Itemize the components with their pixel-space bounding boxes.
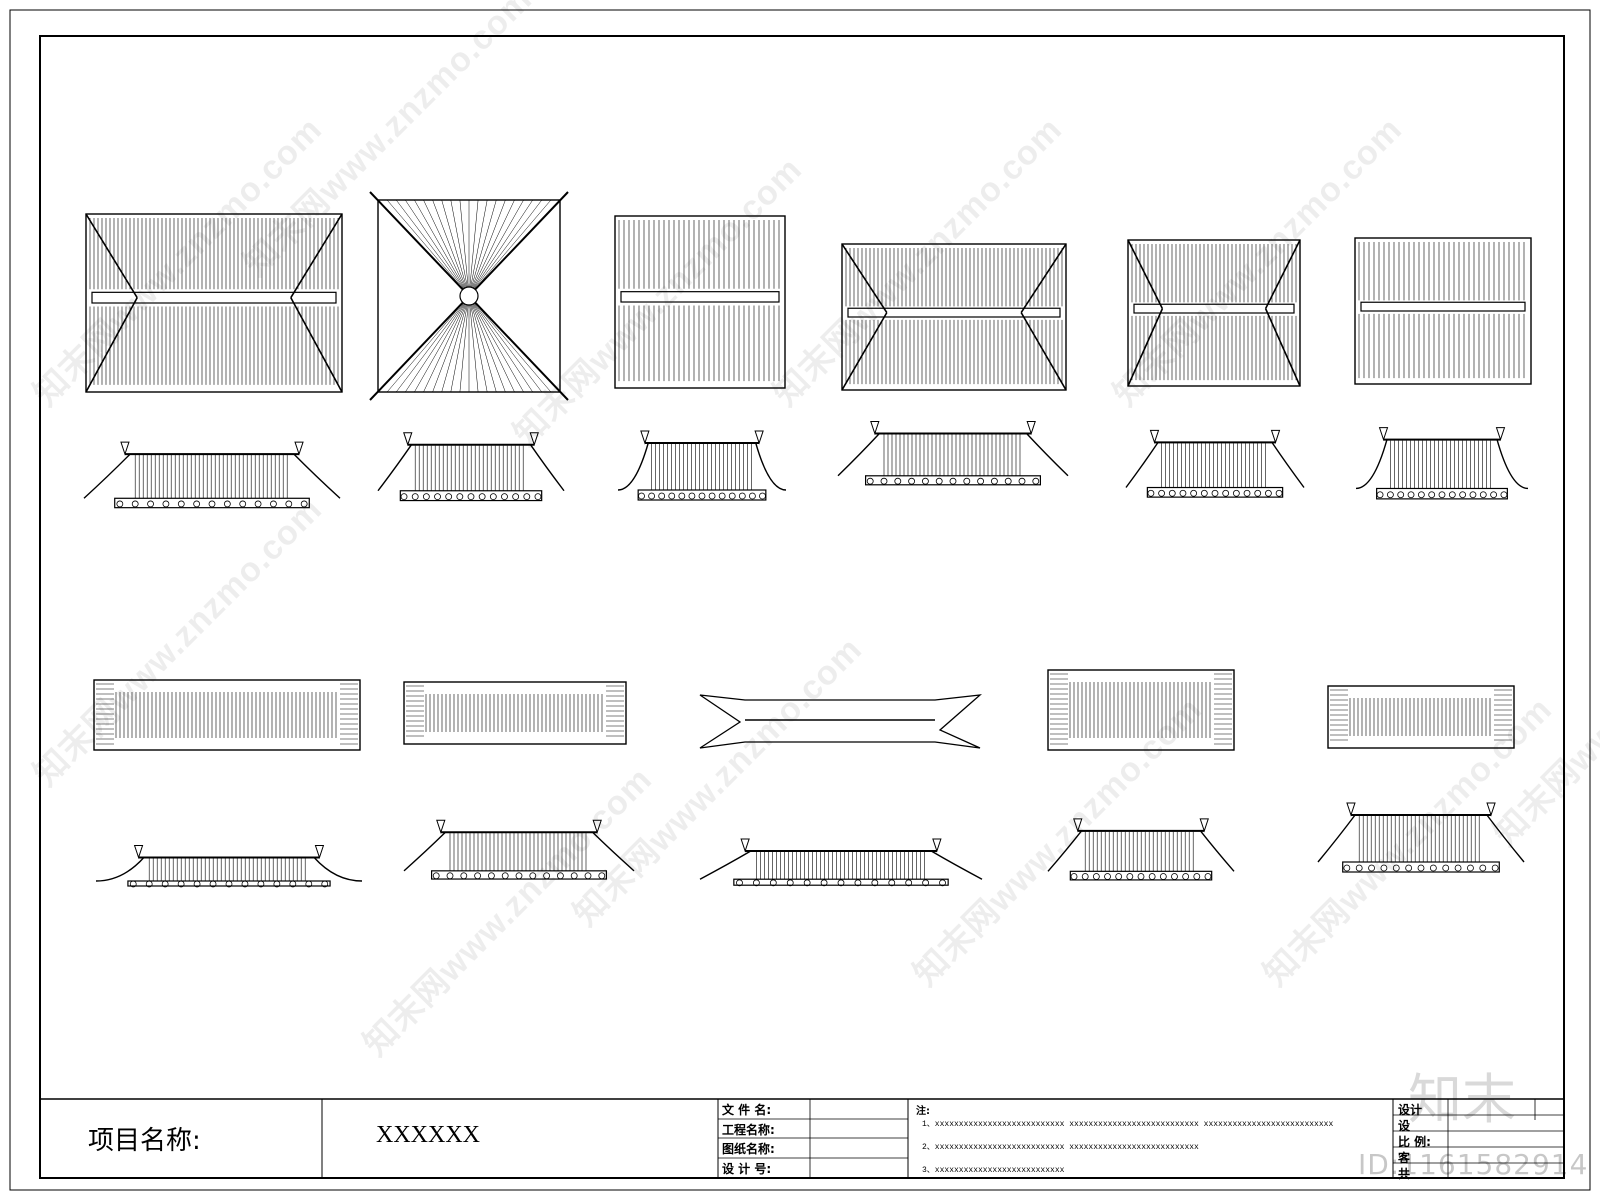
notes-header: 注: bbox=[916, 1106, 930, 1117]
sheet-outer-border bbox=[9, 9, 1591, 1191]
long-roof-elevation-3 bbox=[699, 838, 983, 887]
long-roof-plan-1 bbox=[93, 679, 361, 751]
project-title-label: 工程名称: bbox=[722, 1123, 775, 1137]
note-line-2: 2、xxxxxxxxxxxxxxxxxxxxxxxxxxx xxxxxxxxxx… bbox=[922, 1143, 1199, 1152]
long-roof-plan-4 bbox=[1047, 669, 1235, 751]
title-block-lines bbox=[40, 1098, 1564, 1178]
long-roof-elevation-5 bbox=[1317, 802, 1525, 873]
project-name-value: XXXXXX bbox=[376, 1122, 480, 1148]
note-line-3: 3、xxxxxxxxxxxxxxxxxxxxxxxxxxx bbox=[922, 1166, 1065, 1175]
note-line-1: 1、xxxxxxxxxxxxxxxxxxxxxxxxxxx xxxxxxxxxx… bbox=[922, 1120, 1334, 1129]
long-roof-elevation-1 bbox=[95, 845, 363, 888]
long-roof-elevation-2 bbox=[403, 819, 635, 880]
long-roof-plan-3 bbox=[699, 694, 982, 749]
total-label: 共 bbox=[1398, 1167, 1411, 1181]
roof-elevation-5 bbox=[1125, 429, 1305, 498]
id-watermark: ID:1161582914 bbox=[1358, 1148, 1589, 1181]
roof-elevation-views bbox=[83, 421, 1529, 888]
long-roof-elevation-4 bbox=[1047, 818, 1235, 881]
long-roof-plan-5 bbox=[1327, 685, 1515, 749]
roof-elevation-6 bbox=[1355, 427, 1529, 500]
roof-plan-2 bbox=[369, 191, 569, 401]
sheet-inner-border bbox=[39, 35, 1565, 1179]
roof-plan-5 bbox=[1127, 239, 1301, 387]
long-roof-plan-2 bbox=[403, 681, 627, 745]
roof-plan-3 bbox=[614, 215, 786, 389]
client-label: 客 bbox=[1398, 1151, 1411, 1165]
brand-watermark: 知末 bbox=[1408, 1068, 1516, 1131]
roof-elevation-2 bbox=[377, 432, 565, 502]
design-number-label: 设 计 号: bbox=[722, 1162, 772, 1176]
roof-plan-1 bbox=[85, 213, 343, 393]
file-name-label: 文 件 名: bbox=[722, 1103, 772, 1117]
roof-plan-4 bbox=[841, 243, 1067, 391]
roof-elevation-3 bbox=[617, 430, 787, 501]
design-label: 设计 bbox=[1398, 1103, 1423, 1117]
roof-elevation-1 bbox=[83, 441, 341, 509]
roof-plan-6 bbox=[1354, 237, 1532, 385]
scale-label: 比 例: bbox=[1398, 1135, 1431, 1149]
designer-label: 设 bbox=[1398, 1119, 1411, 1133]
project-name-label: 项目名称: bbox=[88, 1126, 201, 1156]
drawing-name-label: 图纸名称: bbox=[722, 1142, 775, 1156]
roof-plan-views bbox=[85, 191, 1532, 401]
roof-elevation-4 bbox=[837, 421, 1069, 486]
